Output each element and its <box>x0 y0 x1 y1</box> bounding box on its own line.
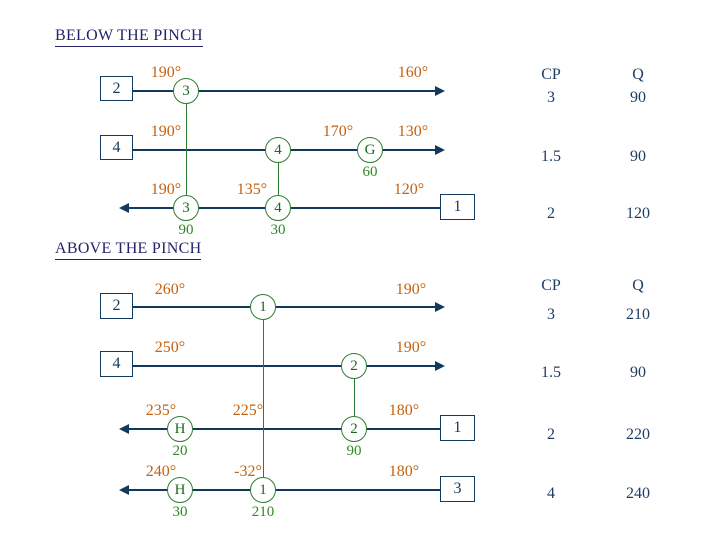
temperature-label: 235° <box>145 402 177 419</box>
table-cell: 120 <box>626 205 650 222</box>
table-cell: 220 <box>626 426 650 443</box>
temperature-label: 170° <box>322 123 354 140</box>
unit-duty-label: 60 <box>362 164 378 180</box>
table-cell: 90 <box>630 364 646 381</box>
stream-endbox: 2 <box>100 293 133 319</box>
exchanger-unit-1[interactable]: 1 <box>250 294 276 320</box>
table-cell: 210 <box>626 306 650 323</box>
stream-connector <box>278 149 279 207</box>
exchanger-unit-2[interactable]: 2 <box>341 416 367 442</box>
exchanger-unit-4[interactable]: 4 <box>265 137 291 163</box>
exchanger-unit-4[interactable]: 4 <box>265 195 291 221</box>
temperature-label: 190° <box>150 181 182 198</box>
temperature-label: 130° <box>397 123 429 140</box>
temperature-label: 260° <box>154 281 186 298</box>
unit-duty-label: 90 <box>178 222 194 238</box>
exchanger-unit-h[interactable]: H <box>167 477 193 503</box>
table-cell: 3 <box>547 306 555 323</box>
exchanger-unit-g[interactable]: G <box>357 137 383 163</box>
temperature-label: 240° <box>145 463 177 480</box>
stream-endbox: 4 <box>100 135 133 160</box>
temperature-label: 180° <box>388 402 420 419</box>
table-cell: 90 <box>630 148 646 165</box>
table-cell: 2 <box>547 426 555 443</box>
temperature-label: 225° <box>232 402 264 419</box>
stream-endbox: 4 <box>100 351 133 377</box>
stream-line <box>133 306 437 308</box>
temperature-label: 160° <box>397 64 429 81</box>
table-cell: 4 <box>547 485 555 502</box>
table-cell: 240 <box>626 485 650 502</box>
stream-connector <box>263 306 264 489</box>
stream-arrow-left <box>119 203 129 213</box>
table-cell: 1.5 <box>541 148 561 165</box>
unit-duty-label: 30 <box>270 222 286 238</box>
temperature-label: 190° <box>395 339 427 356</box>
exchanger-unit-3[interactable]: 3 <box>173 78 199 104</box>
temperature-label: 190° <box>150 64 182 81</box>
exchanger-unit-2[interactable]: 2 <box>341 353 367 379</box>
temperature-label: 250° <box>154 339 186 356</box>
stream-arrow-right <box>435 302 445 312</box>
table-cell: 1.5 <box>541 364 561 381</box>
temperature-label: 120° <box>393 181 425 198</box>
table-cell: 2 <box>547 205 555 222</box>
stream-line <box>127 428 440 430</box>
stream-endbox: 1 <box>440 415 475 441</box>
unit-duty-label: 210 <box>251 504 275 520</box>
stream-connector <box>186 90 187 207</box>
table-header-cell: Q <box>632 277 644 294</box>
exchanger-unit-3[interactable]: 3 <box>173 195 199 221</box>
section-title-above: ABOVE THE PINCH <box>55 240 202 260</box>
temperature-label: 190° <box>395 281 427 298</box>
table-cell: 90 <box>630 89 646 106</box>
stream-line <box>133 365 437 367</box>
exchanger-unit-h[interactable]: H <box>167 416 193 442</box>
stream-endbox: 1 <box>440 194 475 220</box>
stream-endbox: 3 <box>440 476 475 502</box>
table-cell: 3 <box>547 89 555 106</box>
unit-duty-label: 20 <box>172 443 188 459</box>
stream-arrow-right <box>435 86 445 96</box>
table-header-cell: Q <box>632 66 644 83</box>
temperature-label: 180° <box>388 463 420 480</box>
table-header-cell: CP <box>541 277 561 294</box>
table-header-cell: CP <box>541 66 561 83</box>
stream-connector <box>354 365 355 428</box>
stream-arrow-left <box>119 485 129 495</box>
temperature-label: -32° <box>234 463 262 480</box>
temperature-label: 135° <box>236 181 268 198</box>
temperature-label: 190° <box>150 123 182 140</box>
exchanger-unit-1[interactable]: 1 <box>250 477 276 503</box>
stream-line <box>133 90 437 92</box>
stream-arrow-left <box>119 424 129 434</box>
stream-line <box>127 489 440 491</box>
stream-arrow-right <box>435 145 445 155</box>
stream-endbox: 2 <box>100 76 133 101</box>
stream-arrow-right <box>435 361 445 371</box>
unit-duty-label: 30 <box>172 504 188 520</box>
unit-duty-label: 90 <box>346 443 362 459</box>
section-title-below: BELOW THE PINCH <box>55 27 203 47</box>
